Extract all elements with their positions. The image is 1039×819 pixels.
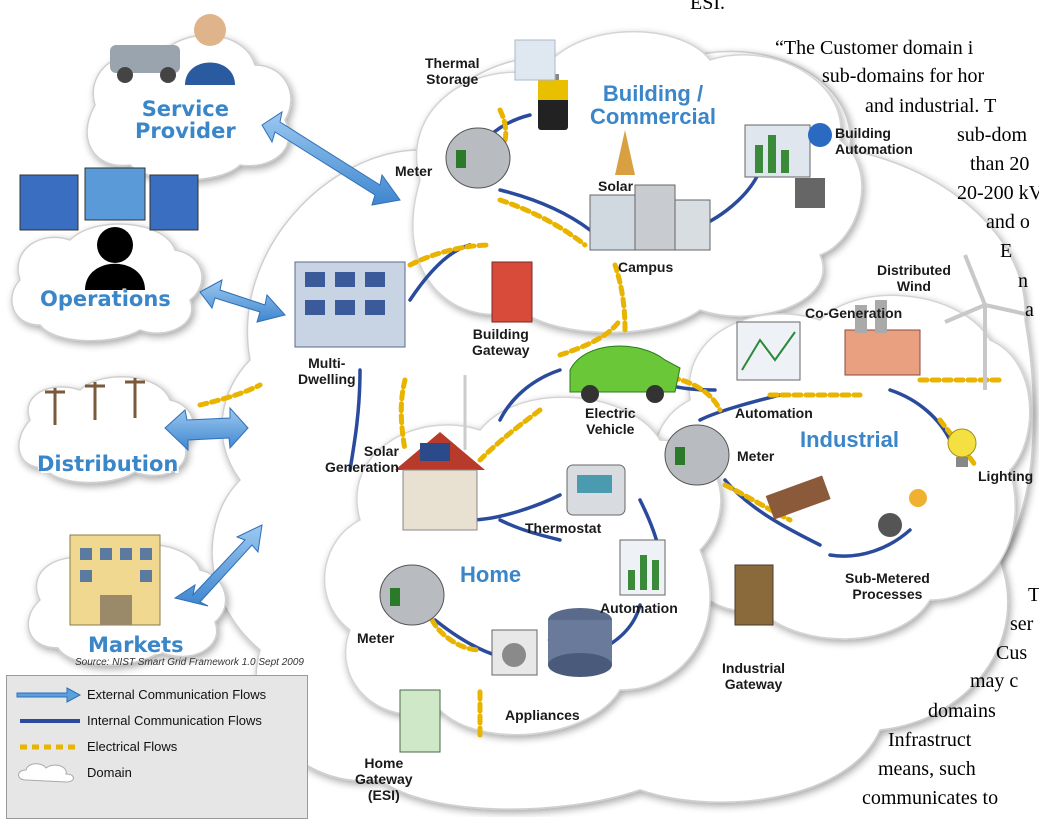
door-icon [734,564,774,626]
door-icon [399,689,441,753]
washer-icon [491,629,538,676]
multi-dwelling-label: Multi-Dwelling [298,355,356,387]
multi-dwelling-icon [294,261,406,348]
side-text-line: means, such [878,758,976,780]
truck-icon [110,45,180,83]
home-label: Home [460,562,522,587]
lightbulb-icon [947,428,977,467]
solar-label: Solar [598,178,634,194]
header-fragment: ESI. [690,0,725,14]
side-text-line: and industrial. T [865,95,997,117]
campus-icon [589,130,711,251]
side-text-line: a [1025,299,1034,321]
side-text-line: Infrastruct [888,729,972,751]
internal-line-icon [20,719,80,723]
thermostat-icon [566,464,626,516]
side-text-line: than 20 [970,153,1030,175]
person-icon [185,14,235,85]
legend-item: Internal Communication Flows [7,710,307,732]
campus-label: Campus [618,259,674,275]
monitors-icon [19,167,199,290]
side-text-line: may c [970,670,1019,692]
lighting-label: Lighting [978,468,1034,484]
side-text-line: sub-domains for hor [822,65,985,87]
operations-label: Operations [40,287,171,311]
power-pole-icon [45,378,145,425]
hvac-icon [548,608,612,677]
meter-icon [664,424,730,486]
automation-chart-icon [736,321,801,381]
legend-item: External Communication Flows [7,684,307,706]
building-automation-icon [744,123,832,208]
electrical-dash-icon [20,744,80,750]
process-icon [765,475,927,537]
meter-icon [445,127,511,189]
side-text-line: Cus [996,642,1028,664]
wind-turbine-icon [944,254,1031,390]
home-automation-label: Automation [600,600,678,616]
ice-block-icon [514,39,556,81]
side-text-line: sub-dom [957,124,1027,146]
distribution-label: Distribution [37,452,179,476]
side-text-line: 20-200 kV [957,182,1039,204]
electric-vehicle-icon [569,345,681,403]
icons [19,14,1031,753]
legend-item: Electrical Flows [7,736,307,758]
co-generation-label: Co-Generation [805,305,903,321]
industrial-label: Industrial [800,427,900,452]
thermostat-label: Thermostat [525,520,602,536]
market-building-icon [69,534,161,626]
meter-icon [379,564,445,626]
side-text-line: communicates to [862,787,999,809]
side-text-line: n [1018,270,1028,292]
external-arrows [164,110,401,607]
side-text-line: “The Customer domain i [775,37,974,59]
co-generation-icon [844,300,921,376]
appliances-label: Appliances [505,707,580,723]
battery-icon [538,74,568,130]
cloud-icon [18,763,74,783]
external-arrow-icon [16,687,82,703]
house-icon [395,375,485,531]
meter-label: Meter [395,163,433,179]
legend: External Communication Flows Internal Co… [6,675,308,819]
side-text-line: domains [928,700,996,722]
building-commercial-label: Building /Commercial [590,81,716,130]
side-text-line: E [1000,240,1013,262]
side-text-line: ser [1010,613,1034,635]
door-icon [491,261,533,323]
automation-chart-icon [619,539,666,596]
markets-label: Markets [88,633,184,657]
source-note: Source: NIST Smart Grid Framework 1.0 Se… [75,657,304,668]
legend-item: Domain [7,762,307,784]
side-text-line: T [1028,584,1039,606]
industrial-automation-label: Automation [735,405,813,421]
industrial-meter-label: Meter [737,448,775,464]
side-text-line: and o [986,211,1030,233]
home-meter-label: Meter [357,630,395,646]
